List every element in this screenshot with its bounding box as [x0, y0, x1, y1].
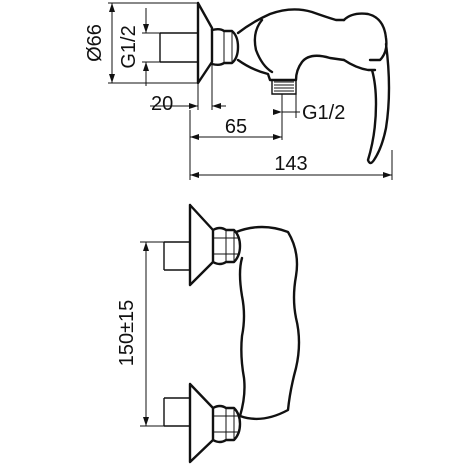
side-nut — [210, 28, 240, 66]
dim-outlet-thread: G1/2 — [302, 102, 345, 124]
front-lower-nut — [211, 404, 242, 444]
dim-total-length: 143 — [274, 153, 307, 175]
side-outlet — [271, 80, 297, 95]
front-dimensions — [140, 241, 164, 427]
dim-center-distance: 150±15 — [116, 300, 138, 367]
front-upper-nut — [211, 226, 242, 266]
front-lower-escutcheon — [188, 382, 215, 464]
dim-offset: 20 — [151, 93, 173, 115]
side-escutcheon — [196, 1, 214, 85]
front-lower-stub — [163, 397, 190, 427]
dim-diameter: Ø66 — [84, 24, 106, 62]
side-mixer-body — [236, 8, 346, 82]
front-upper-stub — [163, 241, 190, 271]
front-upper-escutcheon — [188, 203, 215, 287]
side-lever — [342, 12, 391, 165]
dim-outlet-distance: 65 — [225, 116, 247, 138]
front-mixer-body — [234, 225, 301, 421]
side-dimensions — [108, 2, 393, 180]
dim-inlet-thread: G1/2 — [118, 25, 140, 68]
side-inlet-stub — [159, 32, 198, 63]
front-view — [163, 203, 301, 464]
side-view — [159, 1, 391, 165]
